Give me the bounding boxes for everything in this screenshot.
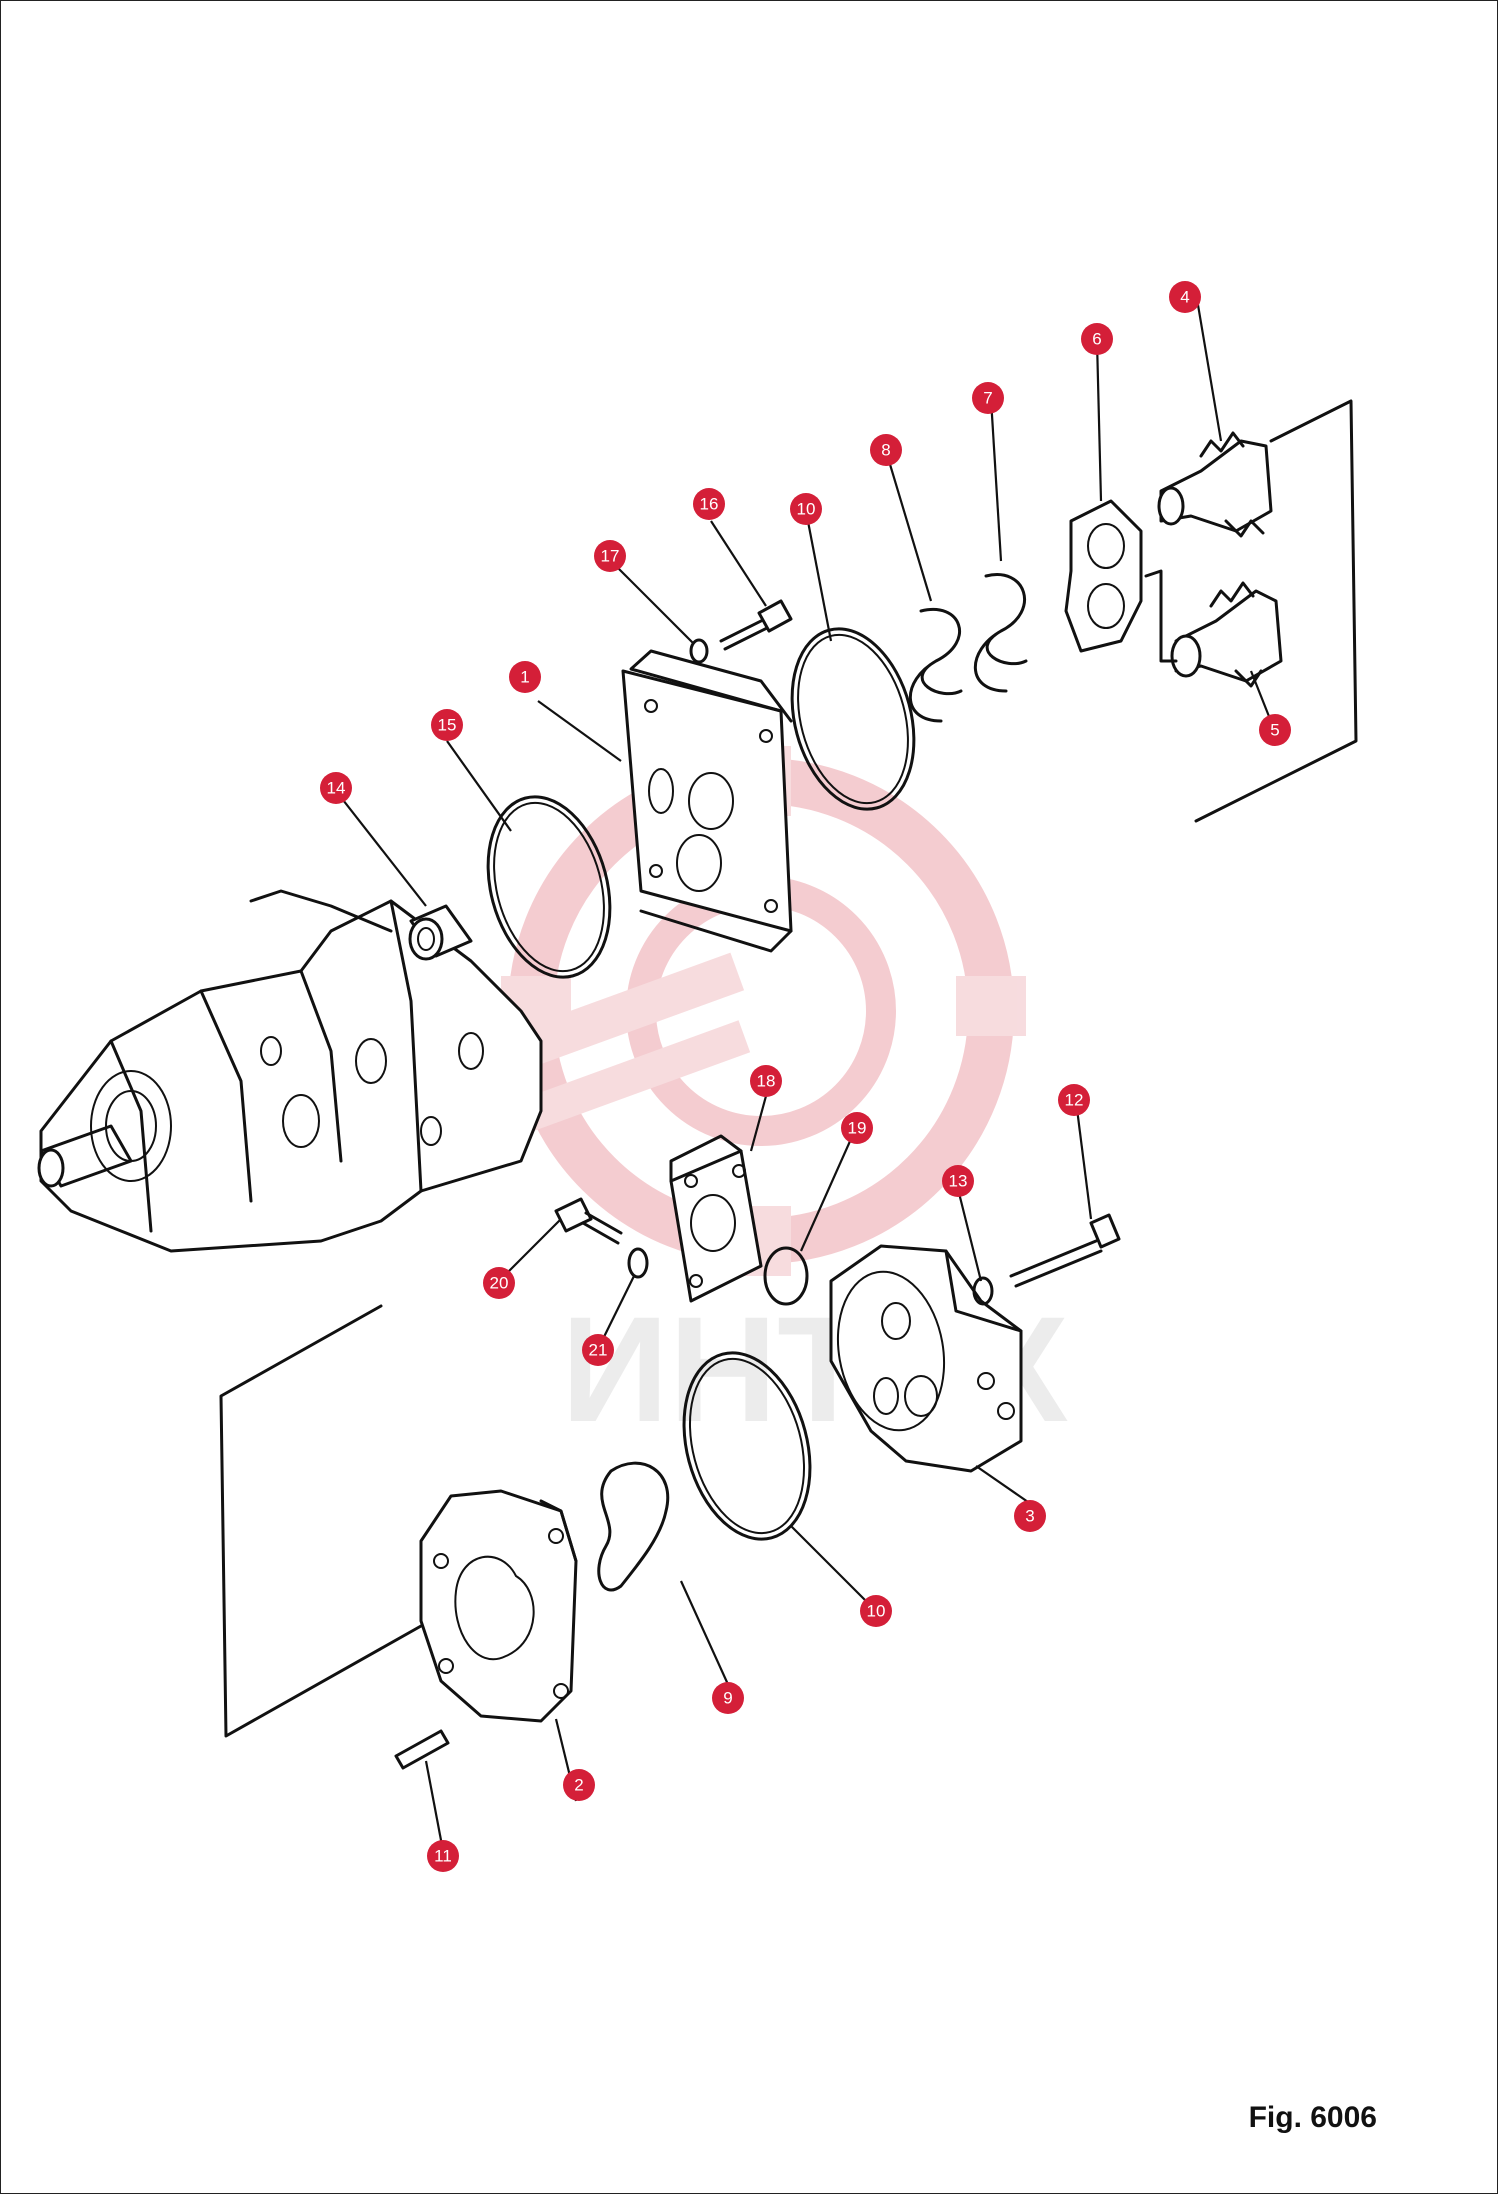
svg-text:6: 6 bbox=[1092, 330, 1101, 349]
washer-21 bbox=[627, 1247, 649, 1279]
pump-assembly bbox=[37, 889, 543, 1253]
callout-2[interactable]: 2 bbox=[563, 1769, 595, 1801]
seal-7 bbox=[973, 573, 1028, 693]
callout-21[interactable]: 21 bbox=[582, 1334, 614, 1366]
seal-9 bbox=[597, 1461, 670, 1592]
bolt-20 bbox=[554, 1197, 623, 1245]
callout-19[interactable]: 19 bbox=[841, 1112, 873, 1144]
bolt-12 bbox=[1009, 1213, 1121, 1288]
callout-20[interactable]: 20 bbox=[483, 1267, 515, 1299]
gear-housing-2 bbox=[419, 1489, 578, 1723]
svg-text:7: 7 bbox=[983, 389, 992, 408]
assembly-bracket-lower bbox=[219, 1304, 423, 1738]
washer-13 bbox=[972, 1276, 994, 1306]
drive-gear-4 bbox=[1157, 431, 1273, 538]
svg-text:1: 1 bbox=[520, 668, 529, 687]
svg-text:5: 5 bbox=[1270, 721, 1279, 740]
driven-gear-5 bbox=[1170, 581, 1283, 688]
figure-label: Fig. 6006 bbox=[1248, 2101, 1377, 2134]
svg-text:19: 19 bbox=[848, 1119, 867, 1138]
svg-text:13: 13 bbox=[949, 1172, 968, 1191]
svg-text:9: 9 bbox=[723, 1689, 732, 1708]
o-ring-19 bbox=[763, 1246, 809, 1306]
callout-8[interactable]: 8 bbox=[870, 434, 902, 466]
callout-3[interactable]: 3 bbox=[1014, 1500, 1046, 1532]
svg-text:4: 4 bbox=[1180, 288, 1189, 307]
dowel-pin-11 bbox=[394, 1729, 450, 1770]
svg-text:21: 21 bbox=[589, 1341, 608, 1360]
flange-body-3 bbox=[829, 1244, 1023, 1473]
callout-10a[interactable]: 10 bbox=[790, 493, 822, 525]
callout-7[interactable]: 7 bbox=[972, 382, 1004, 414]
cover-plate-1 bbox=[621, 649, 793, 953]
o-ring-15 bbox=[486, 795, 612, 979]
callout-17[interactable]: 17 bbox=[594, 540, 626, 572]
svg-text:10: 10 bbox=[867, 1602, 886, 1621]
callout-16[interactable]: 16 bbox=[693, 488, 725, 520]
bolt-16 bbox=[719, 599, 793, 651]
needle-bearing bbox=[408, 904, 473, 961]
svg-text:17: 17 bbox=[601, 547, 620, 566]
svg-text:12: 12 bbox=[1065, 1091, 1084, 1110]
o-ring-10-lower bbox=[682, 1351, 812, 1541]
callout-10b[interactable]: 10 bbox=[860, 1595, 892, 1627]
svg-text:20: 20 bbox=[490, 1274, 509, 1293]
seal-8 bbox=[908, 608, 963, 723]
bushing-6 bbox=[1064, 499, 1143, 653]
svg-text:16: 16 bbox=[700, 495, 719, 514]
callout-11[interactable]: 11 bbox=[427, 1840, 459, 1872]
assembly-bracket-upper bbox=[1194, 399, 1358, 823]
leader-lines bbox=[335, 298, 1276, 1857]
callout-5[interactable]: 5 bbox=[1259, 714, 1291, 746]
svg-text:18: 18 bbox=[757, 1072, 776, 1091]
adapter-plate-18 bbox=[669, 1134, 763, 1303]
svg-text:14: 14 bbox=[327, 779, 346, 798]
callout-1[interactable]: 1 bbox=[509, 661, 541, 693]
svg-text:2: 2 bbox=[574, 1776, 583, 1795]
callout-13[interactable]: 13 bbox=[942, 1165, 974, 1197]
callout-9[interactable]: 9 bbox=[712, 1682, 744, 1714]
callout-15[interactable]: 15 bbox=[431, 709, 463, 741]
svg-text:8: 8 bbox=[881, 441, 890, 460]
svg-text:11: 11 bbox=[434, 1847, 452, 1866]
callout-6[interactable]: 6 bbox=[1081, 323, 1113, 355]
svg-text:15: 15 bbox=[438, 716, 457, 735]
svg-text:3: 3 bbox=[1025, 1507, 1034, 1526]
callout-12[interactable]: 12 bbox=[1058, 1084, 1090, 1116]
callout-4[interactable]: 4 bbox=[1169, 281, 1201, 313]
callout-18[interactable]: 18 bbox=[750, 1065, 782, 1097]
callout-14[interactable]: 14 bbox=[320, 772, 352, 804]
washer-17 bbox=[689, 638, 709, 664]
svg-text:10: 10 bbox=[797, 500, 816, 519]
